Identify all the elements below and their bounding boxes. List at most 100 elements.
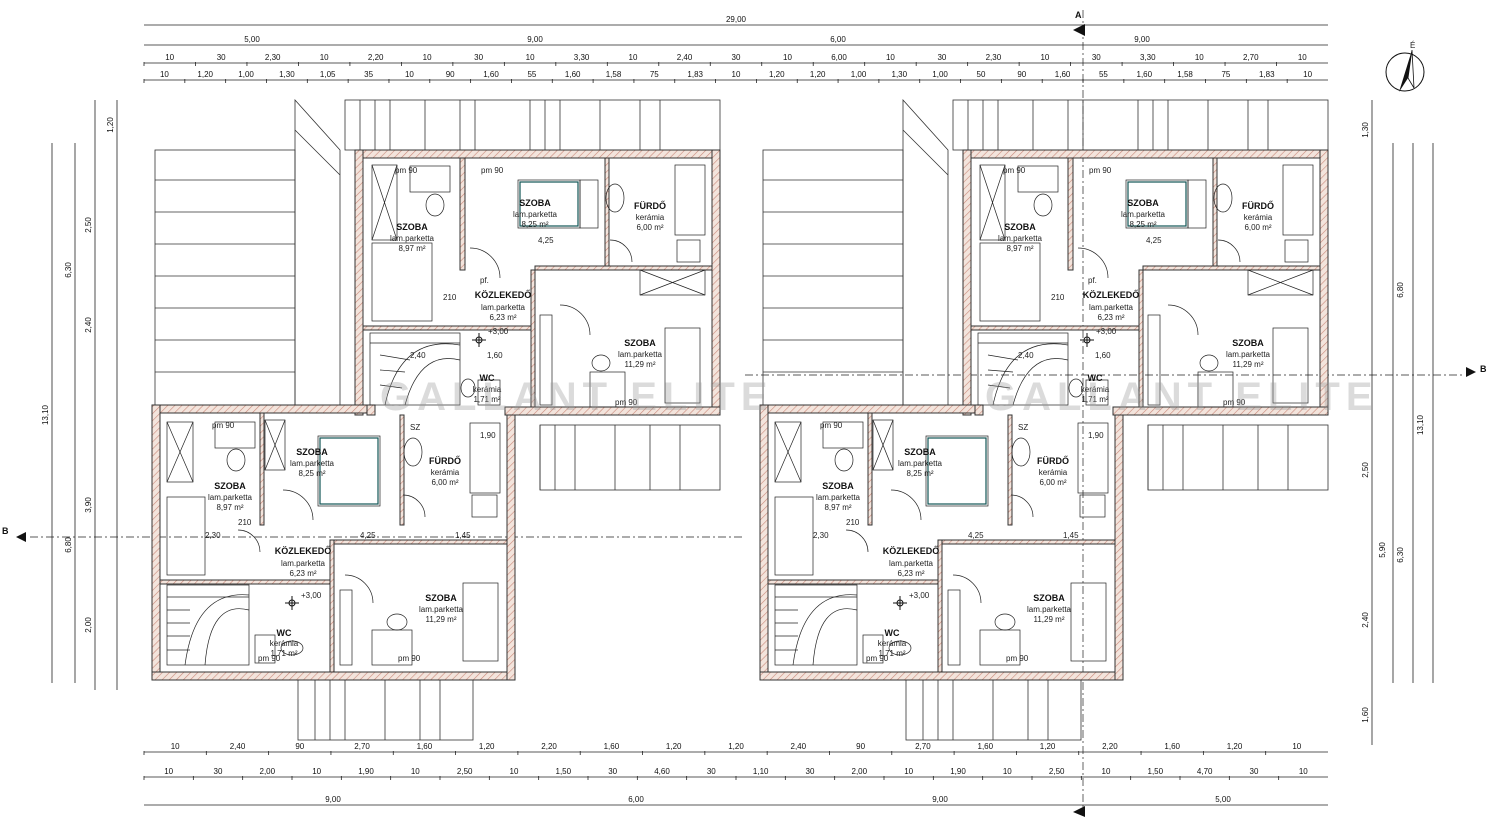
room-wc-2-name-r: WC xyxy=(885,628,900,638)
lower-flat-walls xyxy=(151,404,516,681)
top-row3-dim-18: 1,30 xyxy=(892,70,908,79)
left-dim-c: 2,40 xyxy=(84,317,93,333)
watermark-text: GALLANT ELITE xyxy=(380,375,774,419)
dim-160-r: 1,60 xyxy=(1095,351,1111,360)
bottom-row1-dim-9: 1,20 xyxy=(728,742,744,751)
room-bedroom-5-floor: lam.parketta xyxy=(290,459,335,468)
top-row2-dim-11: 30 xyxy=(732,53,741,62)
dim-145-r: 1,45 xyxy=(1063,531,1079,540)
left-dim-d: 2,00 xyxy=(84,617,93,633)
room-wc-floor-r: kerámia xyxy=(1081,385,1110,394)
room-bedroom-4-area-r: 8,97 m² xyxy=(824,503,851,512)
room-corridor-2-name-r: KÖZLEKEDŐ xyxy=(883,545,940,556)
bottom-row2-dim-4: 1,90 xyxy=(358,767,374,776)
door-swings xyxy=(237,239,633,604)
house-unit-left: SZOBA lam.parketta 8,97 m² SZOBA lam.par… xyxy=(151,98,721,741)
opening-annotations-r: pm 90 pm 90 pm 90 pm 90 pm 90 pm 90 pf. … xyxy=(813,166,1246,663)
room-bedroom-6-area-r: 11,29 m² xyxy=(1034,615,1065,624)
room-bedroom-1-area: 8,97 m² xyxy=(398,244,425,253)
bottom-row2-dim-13: 30 xyxy=(806,767,815,776)
top-seg-1: 5,00 xyxy=(244,35,260,44)
right-dimension-chains: 13,10 6,80 6,30 5,90 2,40 2,50 1,60 1,30 xyxy=(1361,100,1434,745)
bottom-row1-dim-7: 1,60 xyxy=(604,742,620,751)
room-bedroom-6-name-r: SZOBA xyxy=(1033,593,1065,603)
top-seg-4: 9,00 xyxy=(1134,35,1150,44)
room-bathroom-area-r: 6,00 m² xyxy=(1244,223,1271,232)
section-a-arrow-top xyxy=(1073,24,1085,36)
top-row3-dim-10: 1,60 xyxy=(565,70,581,79)
bottom-row1-dim-13: 1,60 xyxy=(978,742,994,751)
bottom-row1-dim-5: 1,20 xyxy=(479,742,495,751)
pf-label: pf. xyxy=(480,276,489,285)
room-bedroom-5-floor-r: lam.parketta xyxy=(898,459,943,468)
top-row3-dim-5: 35 xyxy=(364,70,373,79)
level-markers-r: +3,00 +3,00 xyxy=(893,327,1117,610)
room-bathroom-floor-r: kerámia xyxy=(1244,213,1273,222)
right-dim-d: 1,60 xyxy=(1361,707,1370,723)
top-seg-2: 9,00 xyxy=(527,35,543,44)
dim-425-lower-r: 4,25 xyxy=(968,531,984,540)
room-bedroom-6-area: 11,29 m² xyxy=(426,615,457,624)
room-bedroom-3-name: SZOBA xyxy=(624,338,656,348)
dim-230: 2,30 xyxy=(205,531,221,540)
top-row3-dim-13: 1,83 xyxy=(687,70,703,79)
bottom-row1-dim-2: 90 xyxy=(295,742,304,751)
room-corridor-area: 6,23 m² xyxy=(489,313,516,322)
room-corridor-2-area: 6,23 m² xyxy=(289,569,316,578)
pm-label-3: pm 90 xyxy=(615,398,638,407)
room-corridor-floor: lam.parketta xyxy=(481,303,526,312)
bottom-row2-dim-0: 10 xyxy=(164,767,173,776)
top-row3-dim-16: 1,20 xyxy=(810,70,826,79)
bottom-row1-dim-14: 1,20 xyxy=(1040,742,1056,751)
room-corridor-2-floor-r: lam.parketta xyxy=(889,559,934,568)
dim-240: 2,40 xyxy=(410,351,426,360)
roof-structure-bottom-r xyxy=(905,424,1329,741)
bottom-row2-dim-1: 30 xyxy=(214,767,223,776)
top-row3-dim-17: 1,00 xyxy=(851,70,867,79)
room-corridor-area-r: 6,23 m² xyxy=(1097,313,1124,322)
bottom-row2-dim-20: 1,50 xyxy=(1148,767,1164,776)
top-row3-dim-8: 1,60 xyxy=(483,70,499,79)
room-bathroom-floor: kerámia xyxy=(636,213,665,222)
pm-label-2: pm 90 xyxy=(481,166,504,175)
dim-240-r: 2,40 xyxy=(1018,351,1034,360)
right-dim-lower: 6,30 xyxy=(1396,547,1405,563)
dim-230-r: 2,30 xyxy=(813,531,829,540)
room-bedroom-1-name-r: SZOBA xyxy=(1004,222,1036,232)
room-bedroom-2-name: SZOBA xyxy=(519,198,551,208)
level-markers: +3,00 +3,00 xyxy=(285,327,509,610)
top-row2-dim-1: 30 xyxy=(217,53,226,62)
bottom-row2-dim-22: 30 xyxy=(1250,767,1259,776)
bottom-seg-3: 9,00 xyxy=(932,795,948,804)
bottom-row2-dim-11: 30 xyxy=(707,767,716,776)
room-bedroom-2-floor: lam.parketta xyxy=(513,210,558,219)
room-bedroom-5-area-r: 8,25 m² xyxy=(906,469,933,478)
staircase-lower xyxy=(166,584,250,666)
left-total-height: 13,10 xyxy=(41,404,50,425)
room-corridor-name: KÖZLEKEDŐ xyxy=(475,289,532,300)
room-bedroom-6-name: SZOBA xyxy=(425,593,457,603)
level-upper: +3,00 xyxy=(488,327,509,336)
top-row2-dim-9: 10 xyxy=(629,53,638,62)
room-wc-2-floor-r: kerámia xyxy=(878,639,907,648)
section-b-label-right: B xyxy=(1480,364,1487,374)
section-b-arrow-right xyxy=(1466,367,1476,377)
dim-425-r: 4,25 xyxy=(1146,236,1162,245)
top-row3-dim-7: 90 xyxy=(446,70,455,79)
top-row3-dim-3: 1,30 xyxy=(279,70,295,79)
lower-flat-walls-r xyxy=(759,404,1124,681)
room-bedroom-4-floor-r: lam.parketta xyxy=(816,493,861,502)
room-bedroom-2-floor-r: lam.parketta xyxy=(1121,210,1166,219)
room-bedroom-3-name-r: SZOBA xyxy=(1232,338,1264,348)
room-bedroom-1-name: SZOBA xyxy=(396,222,428,232)
top-row2-dim-13: 6,00 xyxy=(831,53,847,62)
door-swings-r xyxy=(845,239,1241,604)
room-corridor-2-area-r: 6,23 m² xyxy=(897,569,924,578)
top-row3-dim-6: 10 xyxy=(405,70,414,79)
room-bathroom-area: 6,00 m² xyxy=(636,223,663,232)
bottom-row2-dim-15: 10 xyxy=(904,767,913,776)
top-row3-dim-4: 1,05 xyxy=(320,70,336,79)
room-bathroom-2-name-r: FÜRDŐ xyxy=(1037,455,1069,466)
left-dim-e: 1,20 xyxy=(106,117,115,133)
